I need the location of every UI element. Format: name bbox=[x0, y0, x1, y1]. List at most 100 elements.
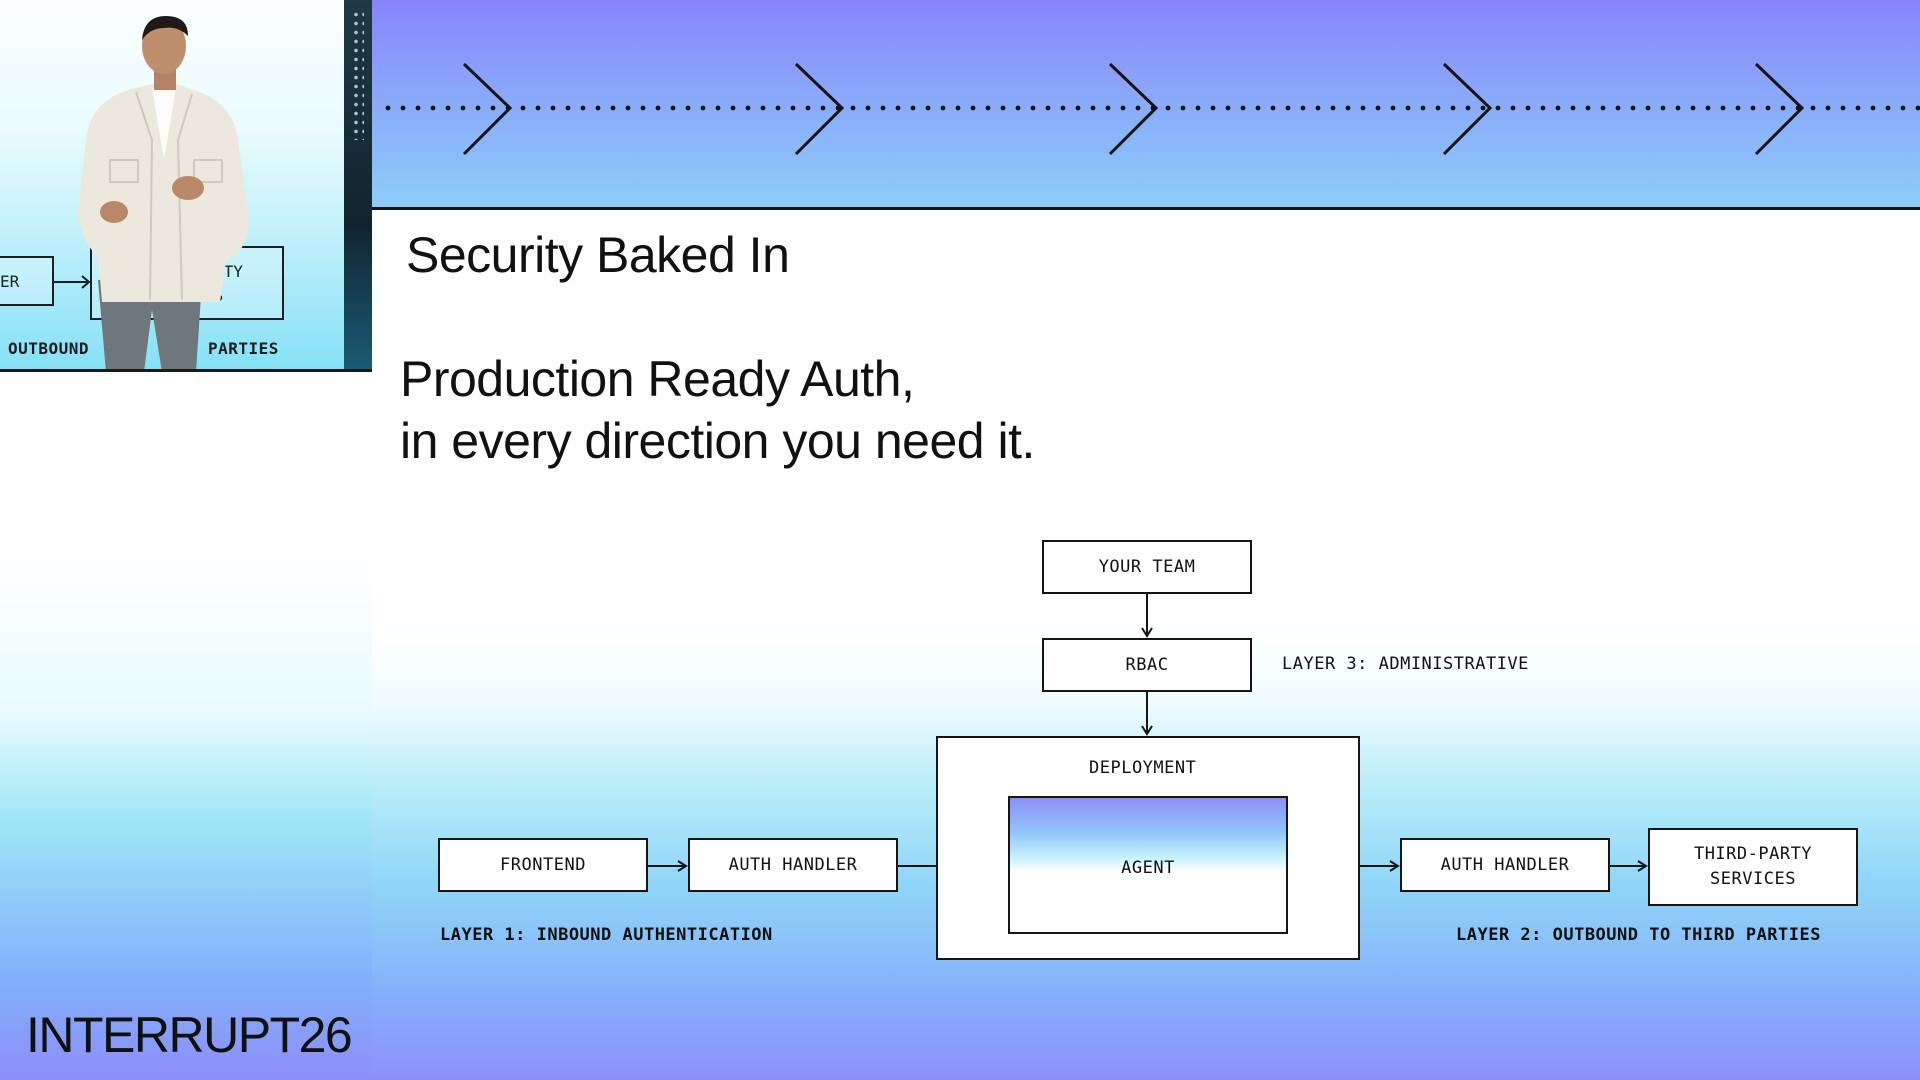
chevron-right-icon bbox=[462, 62, 513, 156]
banner-dot bbox=[1375, 105, 1381, 111]
banner-dot bbox=[1615, 105, 1621, 111]
banner-dot bbox=[1705, 105, 1711, 111]
banner-dot bbox=[415, 105, 421, 111]
banner-dot bbox=[1420, 105, 1426, 111]
banner-dot bbox=[1270, 105, 1276, 111]
banner-dot bbox=[940, 105, 946, 111]
banner-dot bbox=[1075, 105, 1081, 111]
banner-dot bbox=[430, 105, 436, 111]
banner-dot bbox=[1720, 105, 1726, 111]
auth-handler-inbound-node: AUTH HANDLER bbox=[688, 838, 898, 892]
chevron-right-icon bbox=[1442, 62, 1493, 156]
banner-dot bbox=[1315, 105, 1321, 111]
banner-dot bbox=[820, 105, 826, 111]
banner-dot bbox=[1660, 105, 1666, 111]
layer-2-label: LAYER 2: OUTBOUND TO THIRD PARTIES bbox=[1456, 925, 1821, 945]
ghost-arrow bbox=[54, 275, 91, 289]
banner-dot bbox=[790, 105, 796, 111]
presentation-slide: Security Baked In Production Ready Auth,… bbox=[372, 0, 1920, 1080]
stage-screen-edge bbox=[344, 0, 372, 369]
banner-dot bbox=[1180, 105, 1186, 111]
banner-dot bbox=[1390, 105, 1396, 111]
banner-dot bbox=[1750, 105, 1756, 111]
banner-dot bbox=[385, 105, 391, 111]
banner-dot bbox=[1300, 105, 1306, 111]
layer-1-label: LAYER 1: INBOUND AUTHENTICATION bbox=[440, 925, 773, 945]
banner-dot bbox=[1585, 105, 1591, 111]
banner-dot bbox=[1105, 105, 1111, 111]
banner-dot bbox=[1195, 105, 1201, 111]
banner-dot bbox=[1285, 105, 1291, 111]
banner-dot bbox=[910, 105, 916, 111]
banner-dot bbox=[1600, 105, 1606, 111]
frontend-node: FRONTEND bbox=[438, 838, 648, 892]
banner-dot bbox=[1510, 105, 1516, 111]
banner-dot bbox=[625, 105, 631, 111]
banner-dot bbox=[805, 105, 811, 111]
ghost-label-parties: PARTIES bbox=[208, 339, 279, 358]
banner-dot bbox=[685, 105, 691, 111]
banner-dot bbox=[1870, 105, 1876, 111]
speaker-figure bbox=[78, 16, 249, 369]
chevron-right-icon bbox=[794, 62, 845, 156]
banner-dot bbox=[1825, 105, 1831, 111]
banner-dot bbox=[925, 105, 931, 111]
auth-handler-outbound-label: AUTH HANDLER bbox=[1440, 854, 1570, 875]
banner-dot bbox=[1495, 105, 1501, 111]
your-team-node: YOUR TEAM bbox=[1042, 540, 1252, 594]
banner-dot bbox=[1330, 105, 1336, 111]
banner-dot bbox=[865, 105, 871, 111]
banner-dot bbox=[520, 105, 526, 111]
banner-dot bbox=[1015, 105, 1021, 111]
banner-dot bbox=[550, 105, 556, 111]
banner-dot bbox=[1540, 105, 1546, 111]
banner-dot bbox=[640, 105, 646, 111]
banner-dot bbox=[1165, 105, 1171, 111]
banner-dot bbox=[1780, 105, 1786, 111]
banner-dot bbox=[1360, 105, 1366, 111]
banner-dot bbox=[1210, 105, 1216, 111]
banner-dot bbox=[1735, 105, 1741, 111]
interrupt-logo: INTERRUPT26 bbox=[26, 1007, 353, 1063]
banner-dot bbox=[1345, 105, 1351, 111]
banner-dot bbox=[1525, 105, 1531, 111]
banner-dot bbox=[1765, 105, 1771, 111]
banner-dot bbox=[1135, 105, 1141, 111]
banner-dot bbox=[655, 105, 661, 111]
banner-dot bbox=[1885, 105, 1891, 111]
banner-dot bbox=[1480, 105, 1486, 111]
banner-dot bbox=[475, 105, 481, 111]
banner-dot bbox=[1675, 105, 1681, 111]
banner-dot bbox=[610, 105, 616, 111]
third-party-label-line1: THIRD-PARTY bbox=[1693, 844, 1813, 864]
rbac-label: RBAC bbox=[1125, 654, 1169, 675]
banner-dot bbox=[1645, 105, 1651, 111]
agent-label: AGENT bbox=[1121, 858, 1175, 878]
frontend-label: FRONTEND bbox=[500, 854, 586, 875]
banner-dot bbox=[670, 105, 676, 111]
banner-dot bbox=[1840, 105, 1846, 111]
banner-dot bbox=[955, 105, 961, 111]
banner-dot bbox=[1000, 105, 1006, 111]
banner-dot bbox=[1405, 105, 1411, 111]
banner-dot bbox=[1630, 105, 1636, 111]
banner-dot bbox=[1465, 105, 1471, 111]
banner-dot bbox=[445, 105, 451, 111]
banner-dot bbox=[1810, 105, 1816, 111]
banner-dot bbox=[895, 105, 901, 111]
banner-dot bbox=[1690, 105, 1696, 111]
banner-dot bbox=[1435, 105, 1441, 111]
slide-title: Security Baked In bbox=[406, 227, 790, 283]
speaker-panel: ER RTY ES OUTBOUND PARTIES bbox=[0, 0, 372, 1080]
banner-dot bbox=[580, 105, 586, 111]
banner-dot bbox=[715, 105, 721, 111]
banner-dot bbox=[1555, 105, 1561, 111]
banner-dot bbox=[1255, 105, 1261, 111]
banner-dot bbox=[1570, 105, 1576, 111]
auth-handler-inbound-label: AUTH HANDLER bbox=[728, 854, 858, 875]
headline-line-2: in every direction you need it. bbox=[400, 413, 1035, 469]
agent-node: AGENT bbox=[1008, 796, 1288, 934]
banner-dot bbox=[880, 105, 886, 111]
third-party-services-node: THIRD-PARTY SERVICES bbox=[1648, 828, 1858, 906]
ghost-text-er: ER bbox=[0, 271, 20, 291]
